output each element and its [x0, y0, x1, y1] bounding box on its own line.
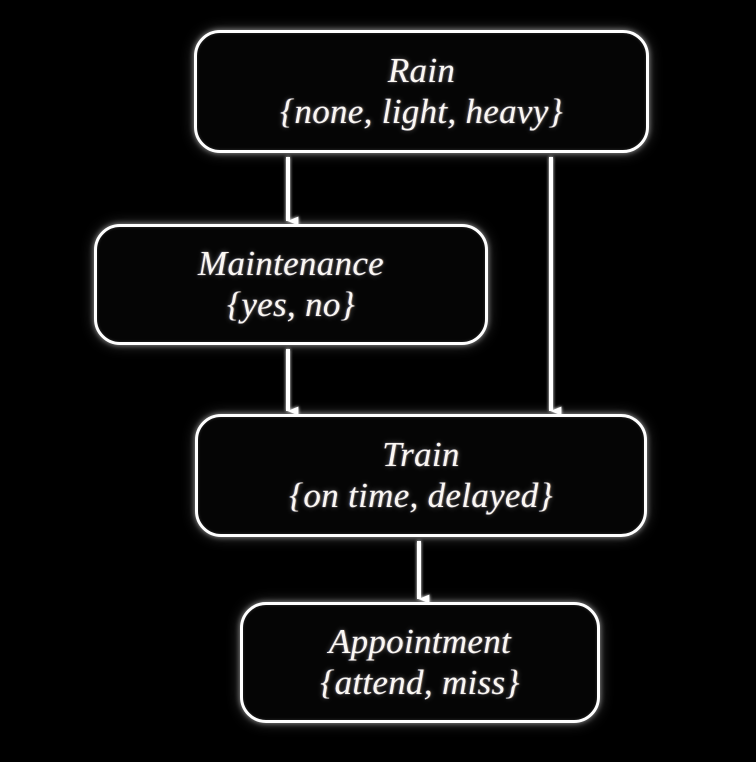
- node-train-label: Train: [382, 435, 460, 474]
- node-maintenance-states: {yes, no}: [227, 284, 355, 324]
- node-train-states: {on time, delayed}: [289, 475, 553, 515]
- node-maintenance-label: Maintenance: [197, 244, 384, 283]
- node-rain[interactable]: Rain {none, light, heavy}: [194, 30, 649, 153]
- node-appointment-label: Appointment: [328, 622, 512, 661]
- node-appointment-states: {attend, miss}: [320, 662, 520, 702]
- node-rain-label: Rain: [387, 51, 456, 90]
- node-maintenance[interactable]: Maintenance {yes, no}: [94, 224, 488, 345]
- node-appointment[interactable]: Appointment {attend, miss}: [240, 602, 600, 723]
- node-rain-states: {none, light, heavy}: [280, 91, 563, 131]
- node-train[interactable]: Train {on time, delayed}: [195, 414, 647, 537]
